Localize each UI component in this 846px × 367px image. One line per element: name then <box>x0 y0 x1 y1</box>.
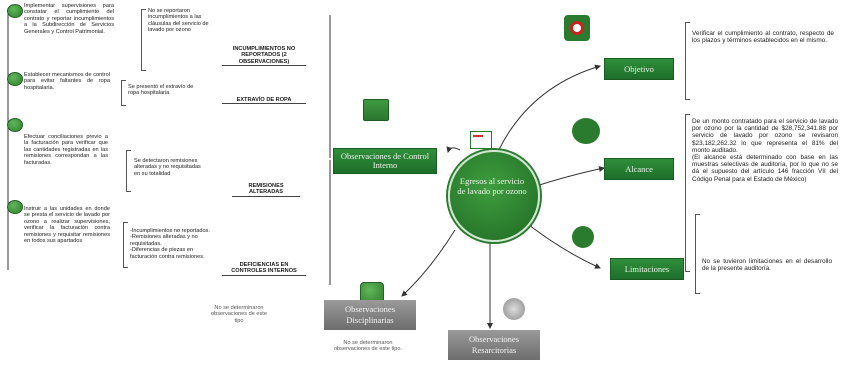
document-icon <box>470 131 492 149</box>
action-text-2: Establecer mecanismos de control para ev… <box>24 72 110 91</box>
money-icon <box>7 200 23 214</box>
action-text-3: Efectuar conciliaciones previo a la fact… <box>24 134 108 166</box>
alcance-bracket <box>685 114 690 272</box>
person-icon <box>7 4 23 18</box>
action-text-1: Implementar supervisiones para constatar… <box>24 3 114 35</box>
org-chart-icon <box>363 99 389 121</box>
node-control-interno: Observaciones de Control Interno <box>333 148 437 174</box>
finding-text-3: Se detectaron remisiones alteradas y no … <box>134 158 201 177</box>
limitaciones-text: No se tuvieron limitaciones en el desarr… <box>702 258 832 273</box>
category-header-1: INCUMPLIMIENTOS NO REPORTADOS (2 OBSERVA… <box>222 46 306 67</box>
objetivo-bracket <box>685 22 690 100</box>
action-text-4: Instruir a las unidades en donde se pres… <box>24 206 110 245</box>
limitaciones-bracket <box>695 214 700 294</box>
finding-text-2: Se presentó el extravío de ropa hospital… <box>128 84 194 97</box>
alcance-text: De un monto contratado para el servicio … <box>692 118 838 183</box>
node-alcance: Alcance <box>604 158 674 180</box>
node-resarcitorias: Observaciones Resarcitorias <box>448 330 540 360</box>
note-resarcitorias: No se determinaron observaciones de este… <box>333 340 403 353</box>
node-objetivo: Objetivo <box>604 58 674 80</box>
objetivo-text: Verificar el cumplimiento al contrato, r… <box>692 30 834 45</box>
target-icon-bullseye <box>570 21 584 35</box>
document-icon-mark <box>473 135 483 137</box>
gears-icon <box>7 72 23 86</box>
finding-bracket-1 <box>141 9 146 71</box>
node-limitaciones: Limitaciones <box>610 258 684 280</box>
finding-bracket-3 <box>126 150 131 192</box>
folder-icon <box>7 118 23 132</box>
finding-text-1: No se reportaron incumplimientos a las c… <box>148 8 209 34</box>
category-header-3: REMISIONES ALTERADAS <box>232 183 300 197</box>
note-disciplinarias: No se determinaron observaciones de este… <box>211 305 267 324</box>
finding-text-4: -Incumplimientos no reportados. -Remisio… <box>130 228 210 260</box>
finding-bracket-4 <box>123 222 128 268</box>
inspect-icon <box>503 298 525 320</box>
category-header-2: EXTRAVÍO DE ROPA <box>222 97 306 105</box>
node-disciplinarias: Observaciones Disciplinarias <box>324 300 416 330</box>
finding-bracket-2 <box>121 80 126 106</box>
center-circle <box>448 150 540 242</box>
traffic-light-icon <box>572 226 594 248</box>
gears-icon <box>572 118 600 144</box>
category-header-4: DEFICIENCIAS EN CONTROLES INTERNOS <box>222 262 306 276</box>
center-title: Egresos al servicio de lavado por ozono <box>457 176 527 196</box>
